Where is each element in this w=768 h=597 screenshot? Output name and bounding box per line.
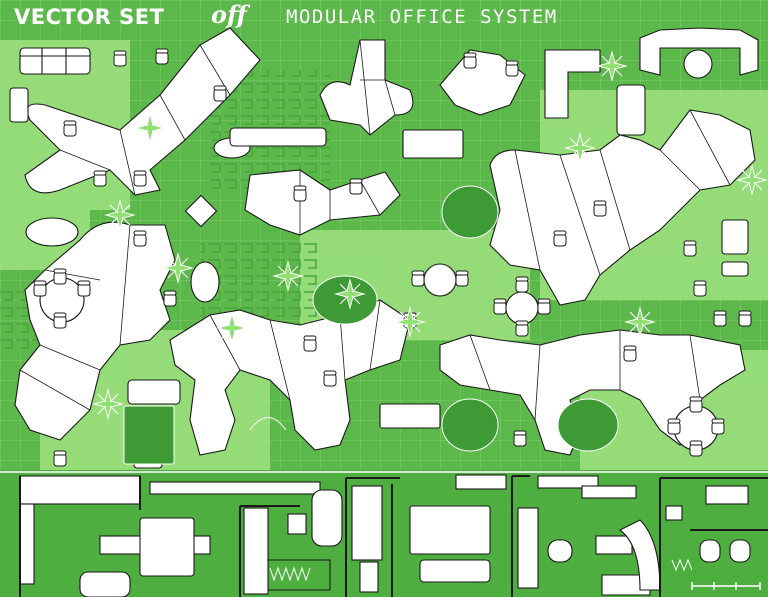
small-tables [184, 129, 464, 429]
round-tables [25, 49, 719, 451]
vector-set-label: VECTOR SET [14, 5, 165, 29]
off-label: off [211, 0, 247, 29]
floor-plan-rooms [19, 474, 751, 597]
scale-bar [691, 582, 761, 590]
modular-office-title: MODULAR OFFICE SYSTEM [286, 6, 558, 28]
floor-plan-walls [19, 475, 768, 597]
sofas [9, 27, 759, 469]
glass-partitions [269, 558, 693, 582]
desk-dividers [19, 39, 731, 421]
ground-patches [123, 185, 619, 465]
